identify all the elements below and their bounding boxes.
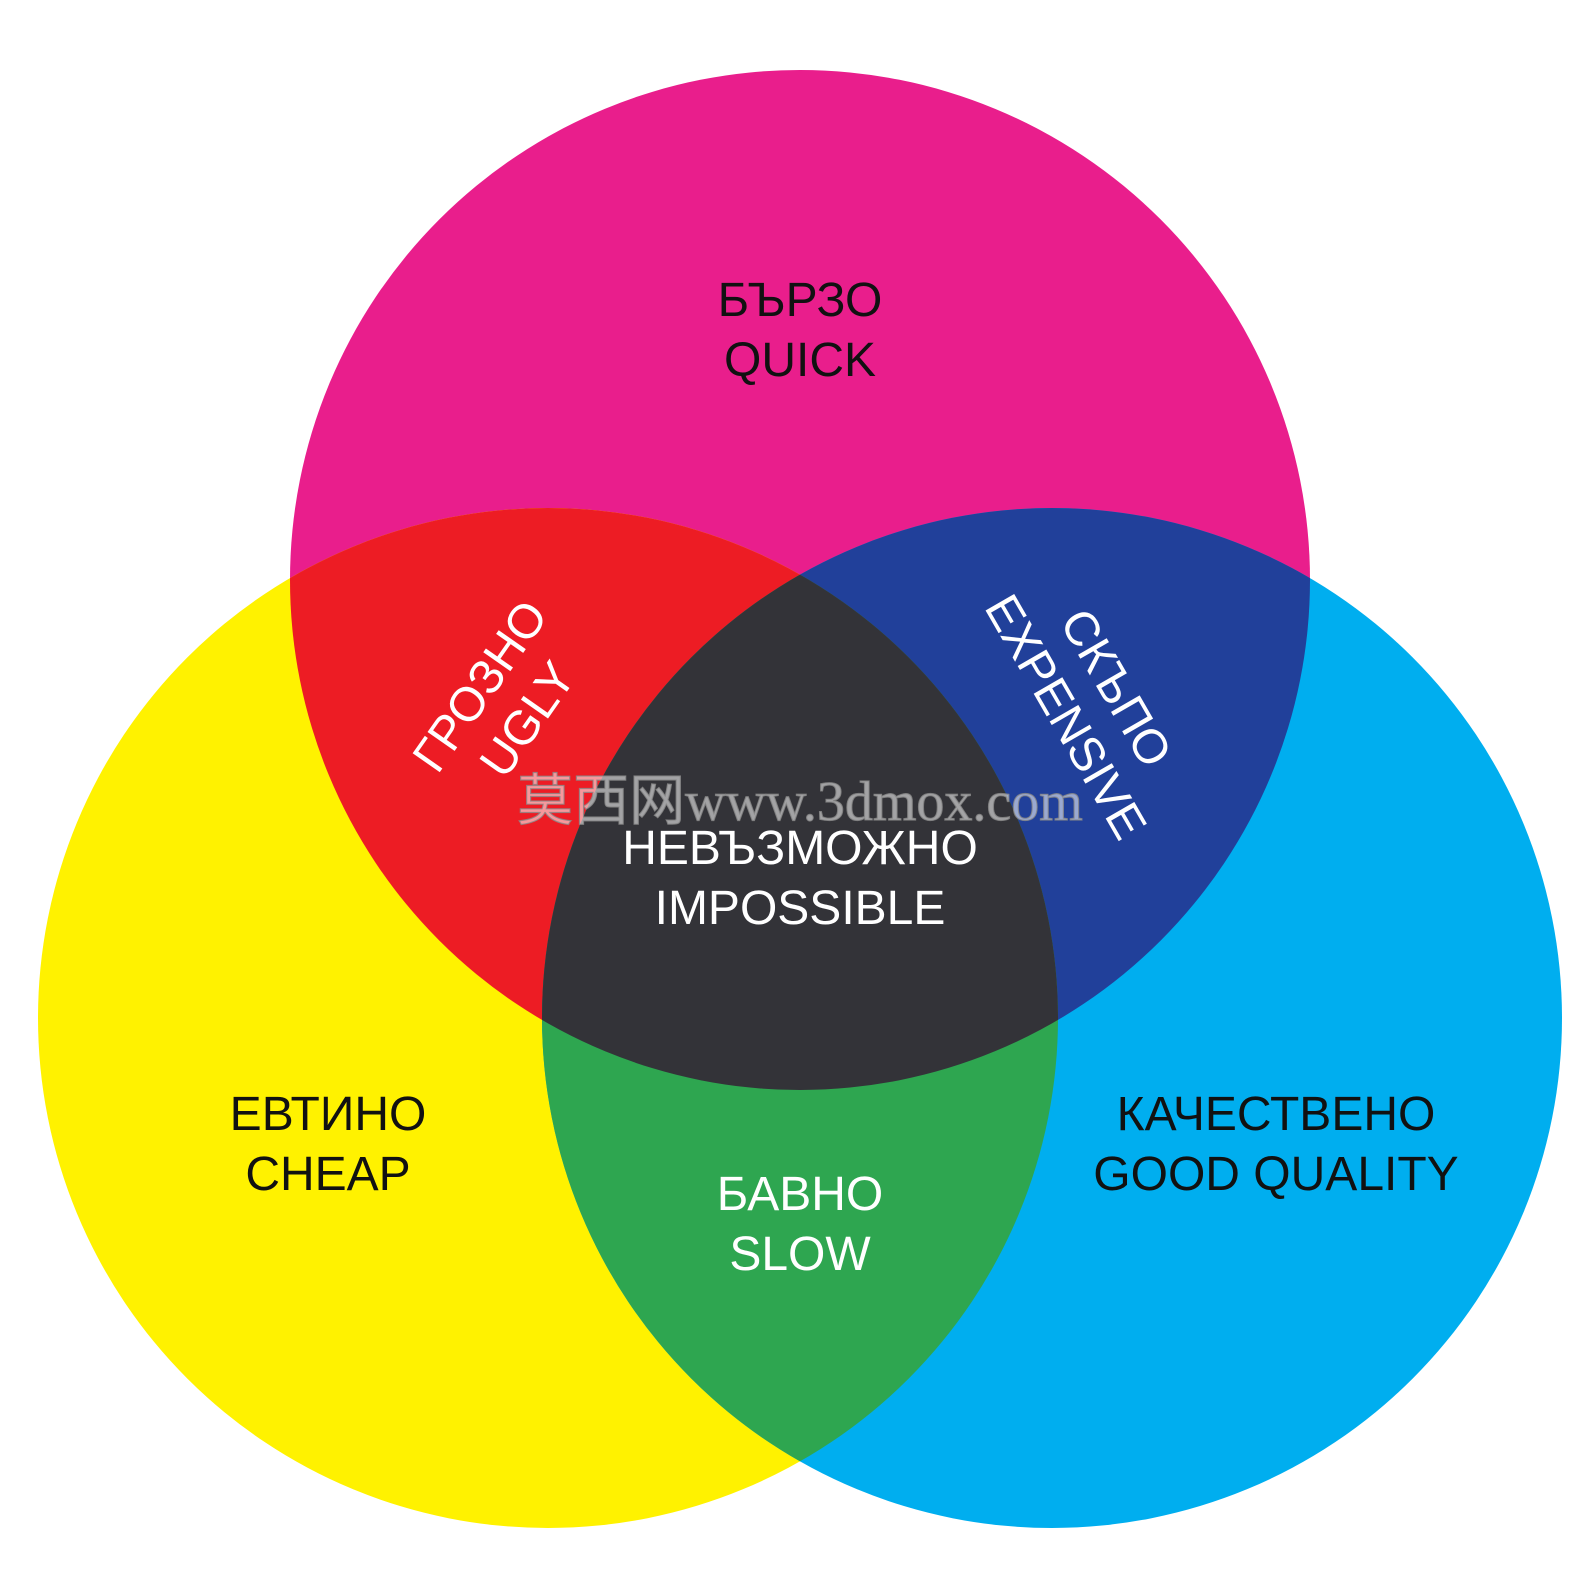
label-right-line2: GOOD QUALITY [1093, 1148, 1458, 1201]
label-left-line2: CHEAP [245, 1148, 410, 1201]
label-center-line1: НЕВЪЗМОЖНО [622, 822, 978, 875]
overlap-center [542, 508, 1058, 1090]
label-left-right: БАВНО SLOW [717, 1168, 883, 1281]
label-center: НЕВЪЗМОЖНО IMPOSSIBLE [622, 822, 978, 935]
label-left-right-line1: БАВНО [717, 1168, 883, 1221]
watermark-text: 莫西网www.3dmox.com [517, 771, 1083, 833]
label-left-line1: ЕВТИНО [230, 1088, 427, 1141]
label-top-line1: БЪРЗО [718, 274, 883, 327]
label-center-line2: IMPOSSIBLE [655, 882, 946, 935]
label-left: ЕВТИНО CHEAP [230, 1088, 427, 1201]
label-top: БЪРЗО QUICK [718, 274, 883, 387]
label-right-line1: КАЧЕСТВЕНО [1117, 1088, 1436, 1141]
label-right: КАЧЕСТВЕНО GOOD QUALITY [1093, 1088, 1458, 1201]
label-left-right-line2: SLOW [729, 1228, 871, 1281]
label-top-line2: QUICK [724, 334, 876, 387]
